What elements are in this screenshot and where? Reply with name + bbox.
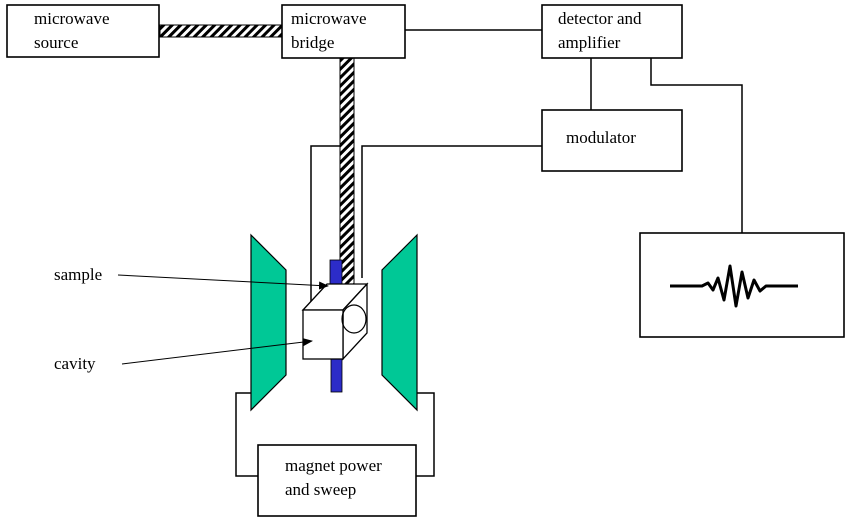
modulator-box: modulator (541, 109, 683, 172)
detector-amplifier-box: detector and amplifier (541, 4, 683, 59)
sample-arrow (117, 274, 329, 290)
magnet-power-sweep-box: magnet power and sweep (257, 444, 417, 517)
modulator-label: modulator (566, 128, 636, 147)
cavity-arrow (121, 338, 313, 365)
wire-modulator-cavity (361, 145, 542, 278)
epr-signal-trace (670, 264, 798, 308)
wire-magnet-left (235, 392, 258, 477)
detector-amplifier-label-line1: detector and (558, 9, 642, 28)
wire-modulation-coil-left (310, 145, 340, 330)
magnet-pole-right (381, 233, 418, 412)
magnet-power-label-line2: and sweep (285, 480, 356, 499)
microwave-source-label-line2: source (34, 33, 78, 52)
cavity-label: cavity (54, 354, 96, 373)
microwave-source-label-line1: microwave (34, 9, 110, 28)
microwave-bridge-label-line2: bridge (291, 33, 334, 52)
wire-detector-scope (650, 58, 743, 233)
sample-tube-lower (330, 354, 343, 393)
magnet-pole-left (250, 233, 287, 412)
waveguide-bridge-cavity (339, 57, 355, 285)
resonant-cavity (301, 282, 369, 361)
wire-magnet-right (416, 392, 435, 477)
microwave-source-box: microwave source (6, 4, 160, 58)
detector-amplifier-label-line2: amplifier (558, 33, 621, 52)
magnet-power-label-line1: magnet power (285, 456, 382, 475)
sample-label: sample (54, 265, 102, 284)
waveguide-source-bridge (159, 24, 283, 38)
cavity-iris (341, 304, 367, 334)
microwave-bridge-box: microwave bridge (281, 4, 406, 59)
microwave-bridge-label-line1: microwave (291, 9, 367, 28)
signal-display (639, 232, 845, 338)
